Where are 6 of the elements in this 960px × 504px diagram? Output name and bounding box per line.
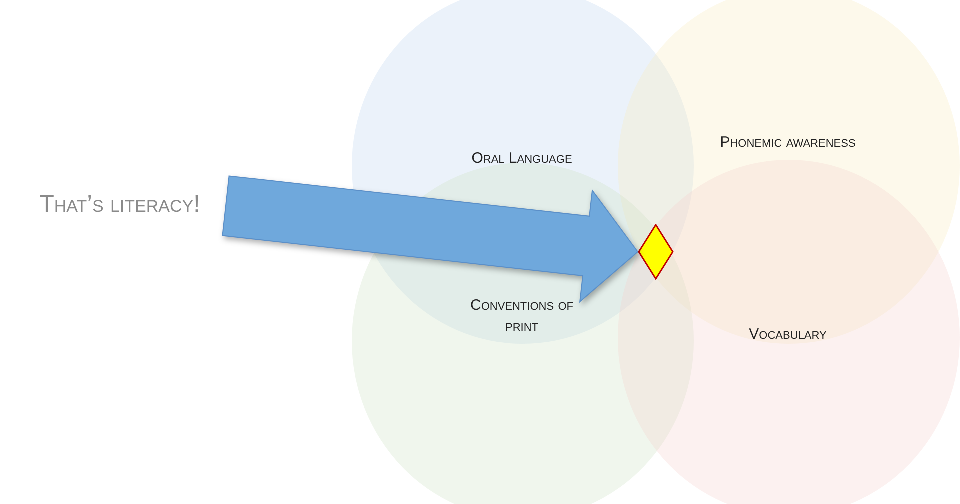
- block-arrow: [222, 176, 639, 304]
- circle-label: Vocabulary: [748, 325, 828, 345]
- circle-label: Oral Language: [470, 149, 574, 169]
- circle-label: Conventions of print: [469, 296, 574, 337]
- heading-text: That’s literacy!: [38, 190, 202, 220]
- circle-label: Phonemic awareness: [719, 133, 857, 153]
